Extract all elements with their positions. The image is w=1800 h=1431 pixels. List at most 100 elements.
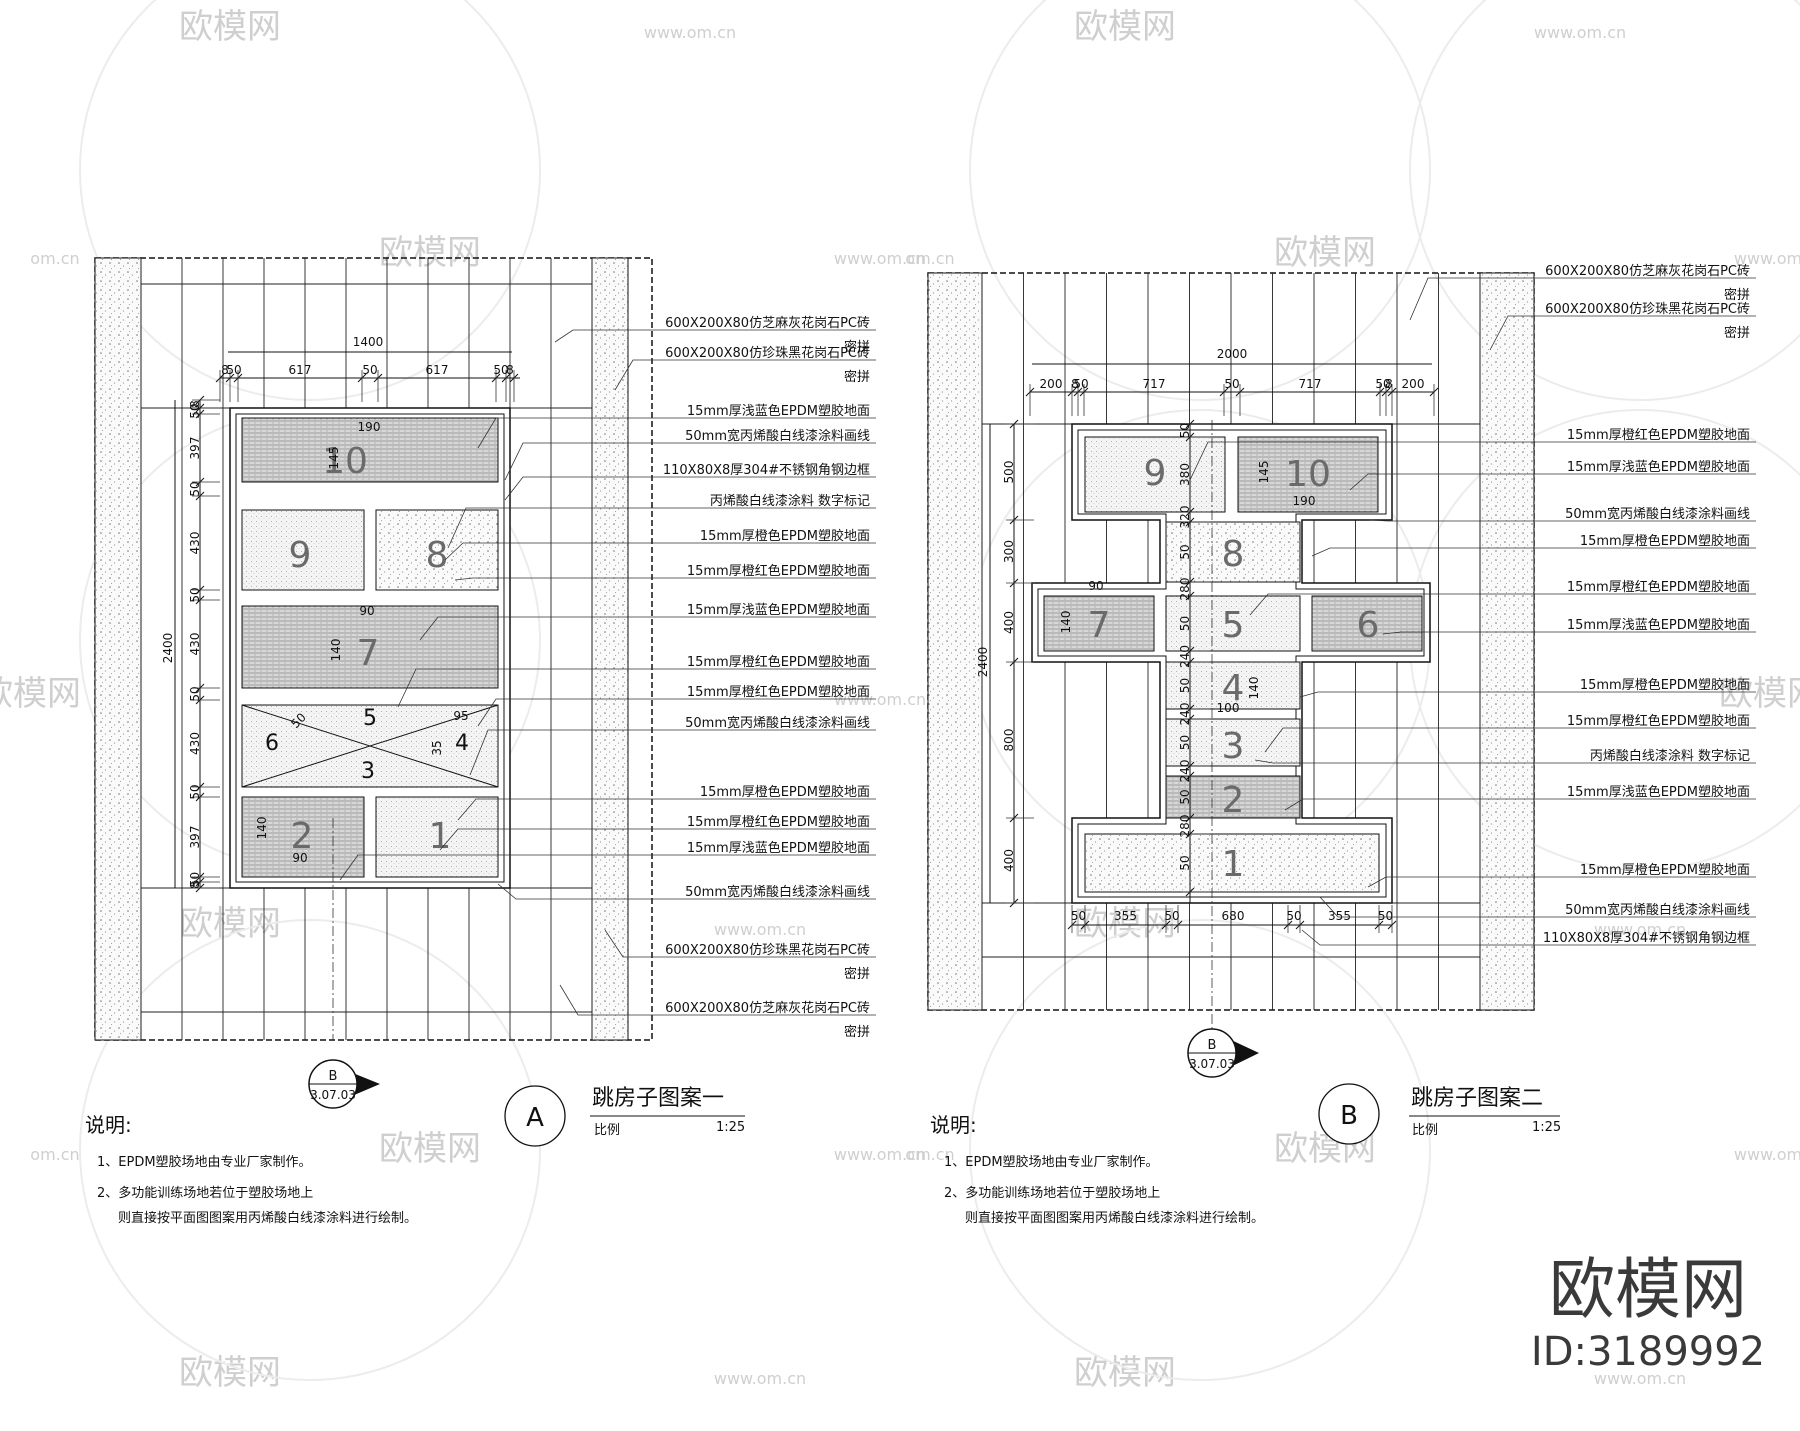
leader-line — [397, 668, 876, 708]
watermark-brand: 欧模网 — [1719, 674, 1800, 714]
dim-value: 50 — [188, 872, 202, 887]
leader-line — [497, 883, 876, 900]
leader-line — [1349, 473, 1756, 491]
dim-value: 430 — [188, 633, 202, 656]
plan-b-cell-7 — [1043, 595, 1155, 652]
watermark-site: www.om.cn — [644, 23, 736, 42]
plan-b-number-8: 8 — [1222, 534, 1245, 575]
plan-b-number-2: 2 — [1222, 780, 1245, 821]
notes-a-heading: 说明: — [85, 1113, 132, 1137]
leader-label-sub: 密拼 — [844, 339, 870, 355]
leader-label: 15mm厚橙红色EPDM塑胶地面 — [687, 563, 870, 579]
plan-b-cell-9 — [1084, 436, 1226, 513]
dim-value: 50 — [1178, 544, 1192, 559]
plan-b-cell-4 — [1165, 661, 1301, 710]
plan-a-dim-35: 35 — [430, 740, 444, 755]
plan-a-scale-label: 比例 — [594, 1123, 620, 1138]
dim-value: 50 — [1164, 909, 1179, 923]
watermark-circle — [969, 0, 1431, 401]
plan-a-labels: 600X200X80仿芝麻灰花岗石PC砖密拼600X200X80仿珍珠黑花岗石P… — [663, 315, 870, 1040]
plan-b-dim-top-total: 2000 — [1217, 347, 1248, 361]
notes-a-line2: 2、多功能训练场地若位于塑胶场地上 — [97, 1185, 313, 1201]
plan-a-section-letter: B — [329, 1069, 338, 1084]
watermark-site: www.om.cn — [1734, 249, 1800, 268]
watermark-brand: 欧模网 — [179, 7, 281, 47]
dim-value: 50 — [1286, 909, 1301, 923]
plan-a-marker: A — [526, 1103, 544, 1133]
plan-b-cell-10 — [1237, 436, 1379, 513]
dim-value: 800 — [1002, 729, 1016, 752]
watermark-site: om.cn — [30, 1145, 79, 1164]
plan-a-number-6: 6 — [265, 731, 279, 756]
leader-label: 15mm厚橙红色EPDM塑胶地面 — [1567, 713, 1750, 729]
dim-value: 320 — [1178, 506, 1192, 529]
dim-value: 280 — [1178, 815, 1192, 838]
leader-label: 600X200X80仿珍珠黑花岗石PC砖 — [665, 345, 870, 361]
dim-value: 50 — [1178, 735, 1192, 750]
dim-value: 8 — [221, 363, 229, 377]
watermark-site: www.om.cn — [1734, 1145, 1800, 1164]
dim-value: 50 — [188, 587, 202, 602]
leader-label: 15mm厚浅蓝色EPDM塑胶地面 — [687, 403, 870, 419]
plan-a-dim-140b: 140 — [255, 817, 269, 840]
watermark-brand: 欧模网 — [179, 1353, 281, 1393]
plan-a-cell-1 — [375, 796, 499, 878]
leader-line — [1301, 929, 1756, 946]
plan-a-number-3: 3 — [361, 759, 375, 784]
plan-a-x-line-2 — [241, 704, 499, 788]
leader-line — [477, 698, 876, 727]
dim-value: 50 — [1378, 909, 1393, 923]
leader-label: 15mm厚橙红色EPDM塑胶地面 — [1567, 579, 1750, 595]
watermark-layer: 欧模网欧模网欧模网欧模网欧模网欧模网欧模网欧模网欧模网欧模网欧模网欧模网欧模网w… — [0, 0, 1800, 1393]
watermark-circle — [1409, 409, 1800, 871]
dim-value: 200 — [1040, 377, 1063, 391]
leader-label: 15mm厚浅蓝色EPDM塑胶地面 — [1567, 459, 1750, 475]
leader-label: 15mm厚橙红色EPDM塑胶地面 — [1567, 427, 1750, 443]
plan-a-cell-2 — [241, 796, 365, 878]
leader-label-sub: 密拼 — [844, 1024, 870, 1040]
plan-b-dim-190: 190 — [1293, 494, 1316, 508]
dim-value: 50 — [1071, 909, 1086, 923]
leader-label: 15mm厚橙色EPDM塑胶地面 — [1580, 862, 1750, 878]
plan-b-cell-6 — [1311, 595, 1423, 652]
dim-value: 400 — [1002, 849, 1016, 872]
leader-label: 丙烯酸白线漆涂料 数字标记 — [1590, 748, 1750, 764]
dim-value: 50 — [1073, 377, 1088, 391]
leader-label: 600X200X80仿芝麻灰花岗石PC砖 — [665, 315, 870, 331]
leader-line — [1319, 896, 1756, 918]
watermark-site: www.om.cn — [834, 1145, 926, 1164]
watermark-site: om.cn — [30, 249, 79, 268]
leader-label: 15mm厚浅蓝色EPDM塑胶地面 — [1567, 784, 1750, 800]
notes-a-line3: 则直接按平面图图案用丙烯酸白线漆涂料进行绘制。 — [118, 1210, 417, 1226]
dim-value: 240 — [1178, 703, 1192, 726]
leader-label-sub: 密拼 — [844, 966, 870, 982]
plan-a-cell-9 — [241, 509, 365, 591]
plan-a-scale: 1:25 — [716, 1120, 745, 1135]
notes-b-line2: 2、多功能训练场地若位于塑胶场地上 — [944, 1185, 1160, 1201]
plan-b-cell-1 — [1084, 833, 1380, 893]
dim-value: 50 — [1178, 423, 1192, 438]
watermark-brand: 欧模网 — [1274, 233, 1376, 273]
watermark-site: www.om.cn — [834, 690, 926, 709]
plan-b-number-5: 5 — [1222, 605, 1245, 646]
plan-a-title: 跳房子图案一 — [592, 1086, 724, 1111]
leader-label: 600X200X80仿珍珠黑花岗石PC砖 — [1545, 301, 1750, 317]
dim-value: 50 — [188, 784, 202, 799]
plan-a-leaders — [339, 329, 876, 1016]
dim-value: 50 — [1375, 377, 1390, 391]
leader-label: 110X80X8厚304#不锈钢角钢边框 — [663, 463, 870, 478]
leader-line — [1249, 593, 1756, 616]
leader-line — [1254, 759, 1756, 764]
leader-label: 50mm宽丙烯酸白线漆涂料画线 — [685, 884, 870, 900]
leader-label: 15mm厚橙红色EPDM塑胶地面 — [687, 684, 870, 700]
plan-a-number-4: 4 — [455, 731, 469, 756]
dim-value: 50 — [493, 363, 508, 377]
plan-b-dim-90: 90 — [1088, 579, 1103, 593]
logo-id: ID:3189992 — [1531, 1329, 1765, 1375]
leader-label: 600X200X80仿芝麻灰花岗石PC砖 — [1545, 263, 1750, 279]
dim-value: 50 — [1178, 855, 1192, 870]
dim-value: 8 — [506, 363, 514, 377]
leader-label: 50mm宽丙烯酸白线漆涂料画线 — [685, 428, 870, 444]
dim-value: 430 — [188, 532, 202, 555]
plan-b-section-letter: B — [1208, 1038, 1217, 1053]
